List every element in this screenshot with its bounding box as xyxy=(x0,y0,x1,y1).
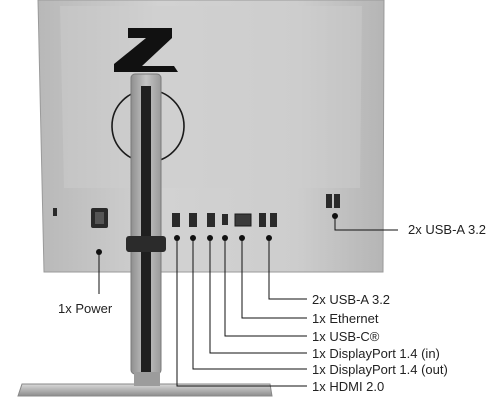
usb-a-port-icon-2 xyxy=(270,213,277,227)
cable-clip xyxy=(126,236,166,252)
callout-hdmi: 1x HDMI 2.0 xyxy=(312,379,385,394)
leader-ethernet xyxy=(241,238,307,319)
stand-slot xyxy=(141,86,151,372)
lock-slot-icon xyxy=(53,208,57,216)
side-usb-a-port-icon-2 xyxy=(334,194,340,208)
leader-lines xyxy=(98,216,398,387)
z-logo-icon xyxy=(114,28,178,72)
stand-base xyxy=(17,383,273,397)
leader-usb-c xyxy=(224,238,307,337)
leader-hdmi xyxy=(176,238,307,387)
usb-a-port-icon xyxy=(259,213,266,227)
callout-usb-a-side: 2x USB-A 3.2 xyxy=(408,222,487,237)
leader-side-usb-a xyxy=(334,216,398,231)
leader-usb-a xyxy=(268,238,307,300)
side-usb-a-port-icon xyxy=(326,194,332,208)
stand-foot xyxy=(134,372,160,386)
dp-out-port-icon xyxy=(189,213,197,227)
port-row xyxy=(172,213,277,227)
dp-in-port-icon xyxy=(207,213,215,227)
leader-dp-in xyxy=(209,238,307,354)
power-port-inner xyxy=(95,212,104,224)
callout-dp-out: 1x DisplayPort 1.4 (out) xyxy=(312,362,448,377)
callout-usb-c: 1x USB-C® xyxy=(312,329,380,344)
leader-dp-out xyxy=(192,238,307,370)
ethernet-port-icon xyxy=(234,213,252,227)
callout-usb-a-bottom: 2x USB-A 3.2 xyxy=(312,292,391,307)
hdmi-port-icon xyxy=(172,213,180,227)
monitor-back-recess xyxy=(60,6,362,188)
usb-c-port-icon xyxy=(222,214,228,225)
callout-power: 1x Power xyxy=(58,301,113,316)
callout-ethernet: 1x Ethernet xyxy=(312,311,379,326)
callout-dp-in: 1x DisplayPort 1.4 (in) xyxy=(312,346,440,361)
